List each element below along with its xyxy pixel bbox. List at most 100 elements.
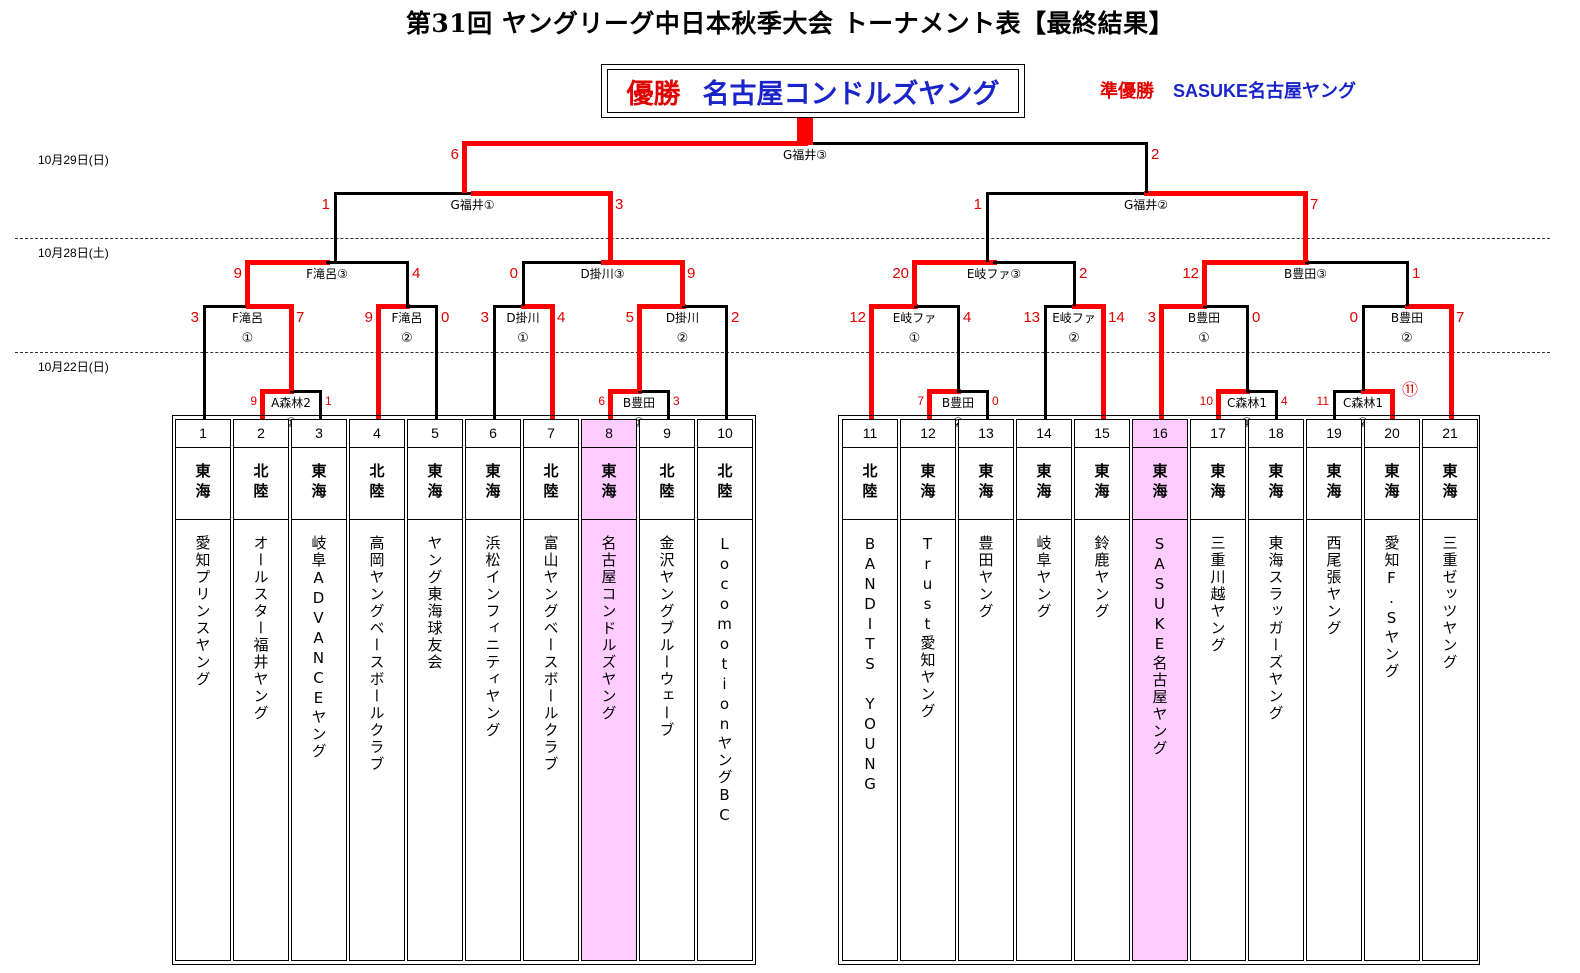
team-name-text: 三重川越ヤング: [1208, 535, 1227, 654]
team-region-text: 東海: [1092, 463, 1111, 503]
team-region: 東海: [1423, 447, 1477, 520]
score-right: 4: [963, 309, 972, 326]
bracket-line: [245, 260, 330, 265]
team-name: LocomotionヤングBC: [698, 535, 752, 826]
team-region-text: 北陸: [860, 463, 879, 503]
match-number: ②: [1357, 416, 1369, 431]
team-region: 東海: [1133, 447, 1187, 520]
team-column: 17 東海三重川越ヤング: [1190, 419, 1246, 961]
team-name: BANDITS YOUNG: [843, 535, 897, 795]
team-name-text: オールスター福井ヤング: [251, 535, 270, 722]
team-name: 愛知F.Sヤング: [1365, 535, 1419, 680]
bracket-line: [1405, 304, 1454, 309]
team-name: 三重川越ヤング: [1191, 535, 1245, 654]
bracket-line: [1362, 305, 1409, 308]
team-region: 東海: [1249, 447, 1303, 520]
bracket-line: [1202, 262, 1207, 306]
bracket-line: [470, 191, 613, 196]
match-venue: G福井①: [450, 198, 495, 212]
team-region: 東海: [466, 447, 520, 520]
bracket-line: [986, 391, 989, 419]
team-region: 東海: [1365, 447, 1419, 520]
score-right: 4: [557, 309, 566, 326]
bracket-line: [804, 142, 1148, 145]
bracket-line: [1333, 390, 1365, 393]
team-region: 北陸: [698, 447, 752, 520]
bracket-line: [600, 260, 685, 265]
team-region: 東海: [1075, 447, 1129, 520]
bracket-line: [1449, 306, 1454, 419]
team-name-text: Trust愛知ヤング: [918, 535, 937, 720]
bracket-line: [462, 143, 467, 193]
bracket-line: [289, 306, 294, 391]
bracket-line: [1390, 391, 1395, 419]
bracket-line: [203, 305, 250, 308]
date-final: 10月29日(日): [38, 153, 109, 167]
runner-up: 準優勝 SASUKE名古屋ヤング: [1100, 77, 1356, 103]
champion-box: 優勝 名古屋コンドルズヤング: [601, 64, 1025, 118]
bracket-line: [1246, 306, 1249, 391]
team-region-text: 東海: [1440, 463, 1459, 503]
bracket-line: [334, 193, 337, 262]
team-name-text: ヤング東海球友会: [425, 535, 444, 671]
score-left: 1: [321, 196, 330, 213]
team-region: 東海: [582, 447, 636, 520]
team-region-text: 東海: [1150, 463, 1169, 503]
team-name-text: LocomotionヤングBC: [715, 535, 734, 826]
team-name: 東海スラッガーズヤング: [1249, 535, 1303, 722]
team-name-text: 浜松インフィニティヤング: [483, 535, 502, 739]
score-left: 0: [509, 265, 518, 282]
bracket-line: [326, 261, 409, 264]
team-region-text: 東海: [976, 463, 995, 503]
team-region: 東海: [1307, 447, 1361, 520]
team-name: 岐阜ヤング: [1017, 535, 1071, 620]
match-venue: B豊田③: [1284, 267, 1327, 281]
score-right: 1: [1412, 265, 1421, 282]
match-venue: F滝呂: [232, 311, 263, 325]
score-left: 9: [250, 394, 257, 408]
bracket-line: [1101, 306, 1106, 419]
team-number: 16: [1133, 420, 1187, 448]
score-right: 4: [412, 265, 421, 282]
score-right: 14: [1108, 309, 1125, 326]
bracket-line: [869, 304, 918, 309]
bracket-line: [462, 141, 808, 146]
match-venue: A森林2: [271, 396, 311, 410]
team-name: 西尾張ヤング: [1307, 535, 1361, 637]
champion-label: 優勝: [626, 78, 681, 110]
team-name: Trust愛知ヤング: [901, 535, 955, 720]
team-region-text: 東海: [599, 463, 618, 503]
team-number: 6: [466, 420, 520, 448]
match-venue: C森林1: [1226, 396, 1268, 410]
team-number: 17: [1191, 420, 1245, 448]
score-left: 12: [1182, 265, 1199, 282]
bracket-line: [638, 390, 670, 393]
team-region: 東海: [408, 447, 462, 520]
team-name: 愛知プリンスヤング: [176, 535, 230, 688]
team-name: オールスター福井ヤング: [234, 535, 288, 722]
bracket-line: [986, 193, 989, 262]
match-number: ①: [517, 331, 529, 346]
team-name-text: 岐阜ADVANCEヤング: [309, 535, 328, 760]
bracket-line: [957, 306, 960, 391]
team-region-text: 北陸: [367, 463, 386, 503]
team-number: 8: [582, 420, 636, 448]
bracket-line: [1304, 261, 1409, 264]
score-left: 10: [1199, 394, 1213, 408]
team-region: 東海: [176, 447, 230, 520]
bracket-line: [319, 391, 322, 419]
bracket-line: [986, 192, 1148, 195]
team-name-text: 岐阜ヤング: [1034, 535, 1053, 620]
team-region-text: 東海: [1208, 463, 1227, 503]
bracket-line: [912, 260, 997, 265]
team-number: 21: [1423, 420, 1477, 448]
match-number: ①: [908, 331, 921, 346]
team-name: 鈴鹿ヤング: [1075, 535, 1129, 620]
